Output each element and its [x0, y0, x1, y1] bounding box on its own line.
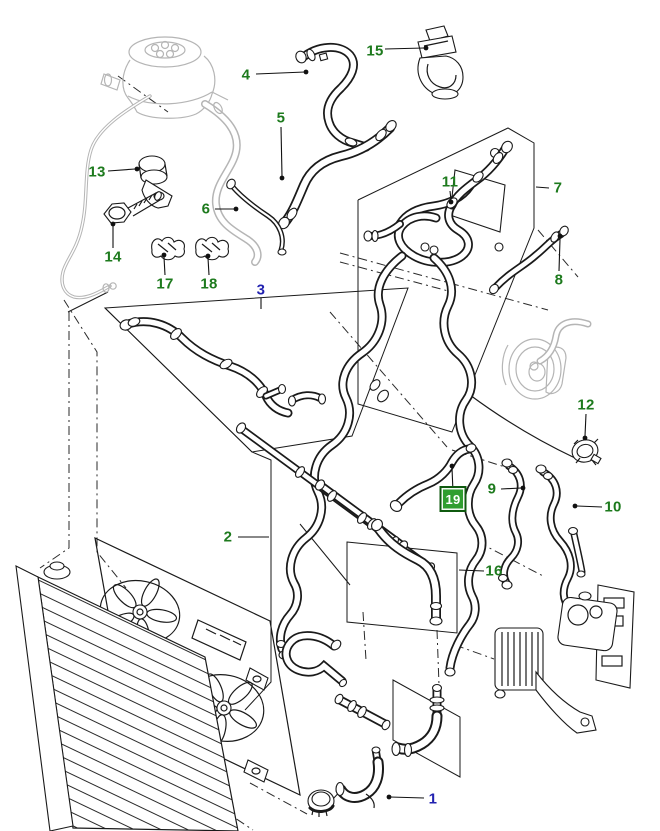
callout-11[interactable]: 11: [441, 173, 459, 191]
bracket-clamp-13: [138, 155, 173, 209]
callout-6[interactable]: 6: [201, 200, 211, 218]
hose-clamp-12: [571, 438, 602, 466]
hose-8: [489, 225, 569, 295]
callout-4[interactable]: 4: [241, 66, 251, 84]
radiator: [15, 561, 239, 831]
box-group-1: [392, 679, 461, 778]
pipe-clip-18: [195, 236, 229, 261]
callout-16[interactable]: 16: [485, 562, 503, 580]
callout-18[interactable]: 18: [200, 275, 218, 293]
callout-15[interactable]: 15: [366, 42, 384, 60]
callout-10[interactable]: 10: [604, 498, 622, 516]
callout-19-highlighted[interactable]: 19: [439, 486, 467, 512]
hose-group-3: [119, 317, 327, 413]
box-group-7: [357, 127, 535, 433]
callout-13[interactable]: 13: [88, 163, 106, 181]
bleed-pipe: [60, 94, 152, 300]
hose-19-highlighted-part: [389, 443, 477, 512]
hose-assembly-7: [363, 140, 513, 262]
expansion-tank: [100, 36, 229, 119]
callout-9[interactable]: 9: [487, 480, 497, 498]
construction-lines: [39, 75, 579, 831]
callout-5[interactable]: 5: [276, 109, 286, 127]
hose-4: [295, 47, 371, 152]
box-group-2: [104, 307, 272, 711]
pulley-assembly: [469, 322, 588, 459]
hose-10: [535, 464, 578, 616]
callout-14[interactable]: 14: [104, 248, 122, 266]
overflow-hose: [205, 101, 258, 262]
callout-2[interactable]: 2: [223, 528, 233, 546]
heater-hose-right: [369, 258, 482, 677]
hose-group-16: [371, 518, 443, 626]
box-group-16: [346, 541, 458, 634]
box-group-3: [103, 287, 409, 453]
pressure-cap: [307, 789, 335, 817]
bolt-14: [103, 191, 162, 224]
hose-6: [226, 178, 287, 256]
hose-group-1: [286, 636, 445, 809]
hose-5: [278, 120, 397, 230]
pipe-clip-17: [151, 236, 185, 261]
callout-8[interactable]: 8: [554, 271, 564, 289]
auxiliary-heater: [494, 526, 635, 734]
heater-hose-left: [277, 256, 403, 660]
callout-3[interactable]: 3: [256, 281, 266, 299]
callout-1[interactable]: 1: [428, 790, 438, 808]
callout-7[interactable]: 7: [553, 179, 563, 197]
leader-lines: [107, 45, 603, 800]
callout-17[interactable]: 17: [156, 275, 174, 293]
hose-9: [497, 458, 521, 590]
thermostat-housing-15: [417, 25, 464, 100]
callout-12[interactable]: 12: [577, 396, 595, 414]
